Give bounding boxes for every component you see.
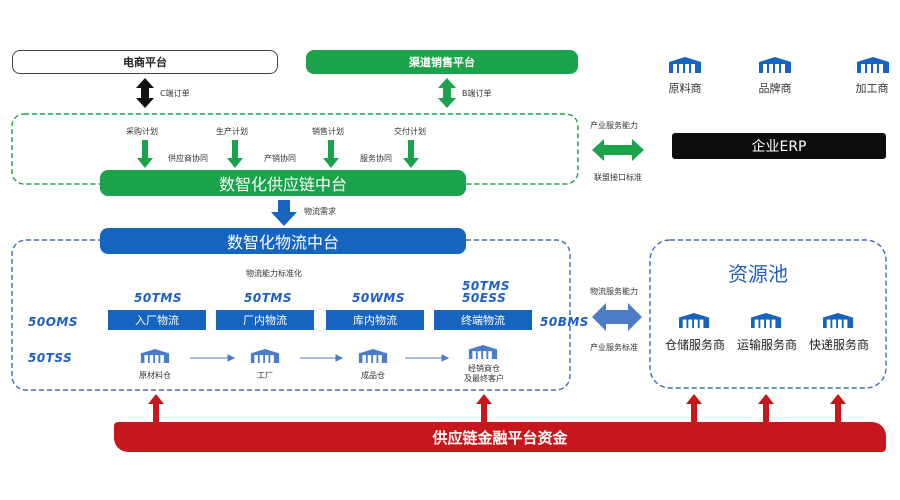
warehouse-icon xyxy=(750,312,782,333)
ecommerce-platform-box: 电商平台 xyxy=(12,50,278,74)
logo-50tms-3: 50TMS xyxy=(462,279,510,293)
supply-chain-platform-label: 数智化供应链中台 xyxy=(218,175,347,194)
logistics-demand-arrow xyxy=(271,200,297,226)
module-label: 厂内物流 xyxy=(243,314,287,327)
logistics-cap-label: 物流服务能力 xyxy=(590,287,638,296)
warehouse-icon xyxy=(758,56,792,78)
node-label-factory: 工厂 xyxy=(257,371,273,380)
logistics-demand-label: 物流需求 xyxy=(304,207,336,216)
logo-50wms: 50WMS xyxy=(352,291,406,305)
resource-pool-title: 资源池 xyxy=(728,262,788,286)
channel-sales-platform-label: 渠道销售平台 xyxy=(409,56,475,69)
warehouse-icon xyxy=(140,348,170,368)
plan-label-delivery: 交付计划 xyxy=(394,127,426,136)
logo-50oms: 50OMS xyxy=(28,315,78,329)
resource-item-transport: 运输服务商 xyxy=(736,338,797,352)
node-label-distributor-warehouse: 经销商仓 及最终客户 xyxy=(464,364,504,383)
resource-item-express: 快递服务商 xyxy=(808,338,869,352)
logo-50tss: 50TSS xyxy=(28,351,73,365)
warehouse-icon xyxy=(678,312,710,333)
logo-50tms-1: 50TMS xyxy=(134,291,182,305)
logo-50bms: 50BMS xyxy=(540,315,589,329)
warehouse-icon xyxy=(822,312,854,333)
module-warehouse-logistics: 库内物流 xyxy=(326,310,424,330)
resource-pool-dashed-frame xyxy=(649,239,887,389)
erp-double-arrow xyxy=(592,139,644,161)
plan-label-procurement: 采购计划 xyxy=(126,127,158,136)
warehouse-icon xyxy=(468,344,498,364)
collab-label-production-sales: 产销协同 xyxy=(264,154,296,163)
b-order-double-arrow xyxy=(438,78,456,108)
processor-label: 加工商 xyxy=(855,82,889,95)
enterprise-erp-box: 企业ERP xyxy=(672,133,886,159)
warehouse-icon xyxy=(856,56,890,78)
node-label-finished-goods-warehouse: 成品仓 xyxy=(361,371,385,380)
logo-50tms-2: 50TMS xyxy=(244,291,292,305)
finance-platform-label: 供应链金融平台资金 xyxy=(432,428,568,447)
c-order-label: C端订单 xyxy=(160,89,190,98)
collab-label-supplier: 供应商协同 xyxy=(168,154,208,163)
logistics-standard-label: 物流能力标准化 xyxy=(246,269,302,278)
plan-label-sales: 销售计划 xyxy=(312,127,344,136)
brand-owner-label: 品牌商 xyxy=(758,82,792,95)
logo-50ess: 50ESS xyxy=(462,291,507,305)
node-label-raw-material-warehouse: 原材料仓 xyxy=(139,371,171,380)
module-inbound-logistics: 入厂物流 xyxy=(108,310,206,330)
factory-icon xyxy=(250,348,280,368)
b-order-label: B端订单 xyxy=(462,89,492,98)
resource-pool-double-arrow xyxy=(592,303,642,331)
collab-label-service: 服务协同 xyxy=(360,154,392,163)
module-label: 库内物流 xyxy=(353,314,397,327)
module-in-plant-logistics: 厂内物流 xyxy=(216,310,314,330)
warehouse-icon xyxy=(358,348,388,368)
module-label: 终端物流 xyxy=(461,314,505,327)
ecommerce-platform-label: 电商平台 xyxy=(123,56,167,69)
warehouse-icon xyxy=(668,56,702,78)
node-flow-arrows xyxy=(190,354,450,362)
plan-down-arrows xyxy=(137,140,419,168)
supply-chain-platform-bar: 数智化供应链中台 xyxy=(100,170,466,196)
raw-supplier-label: 原料商 xyxy=(668,82,702,95)
module-terminal-logistics: 终端物流 xyxy=(434,310,532,330)
erp-cap-label: 产业服务能力 xyxy=(590,121,638,130)
finance-platform-bar: 供应链金融平台资金 xyxy=(114,422,886,452)
resource-item-storage: 仓储服务商 xyxy=(664,338,725,352)
plan-label-production: 生产计划 xyxy=(216,127,248,136)
channel-sales-platform-box: 渠道销售平台 xyxy=(306,50,578,74)
module-label: 入厂物流 xyxy=(135,314,179,327)
industry-std-label: 产业服务标准 xyxy=(590,343,638,352)
c-order-double-arrow xyxy=(136,78,154,108)
erp-std-label: 联盟接口标准 xyxy=(594,173,642,182)
logistics-platform-bar: 数智化物流中台 xyxy=(100,228,466,254)
finance-up-arrows xyxy=(148,394,846,422)
logistics-platform-label: 数智化物流中台 xyxy=(226,233,339,252)
enterprise-erp-label: 企业ERP xyxy=(751,139,807,155)
